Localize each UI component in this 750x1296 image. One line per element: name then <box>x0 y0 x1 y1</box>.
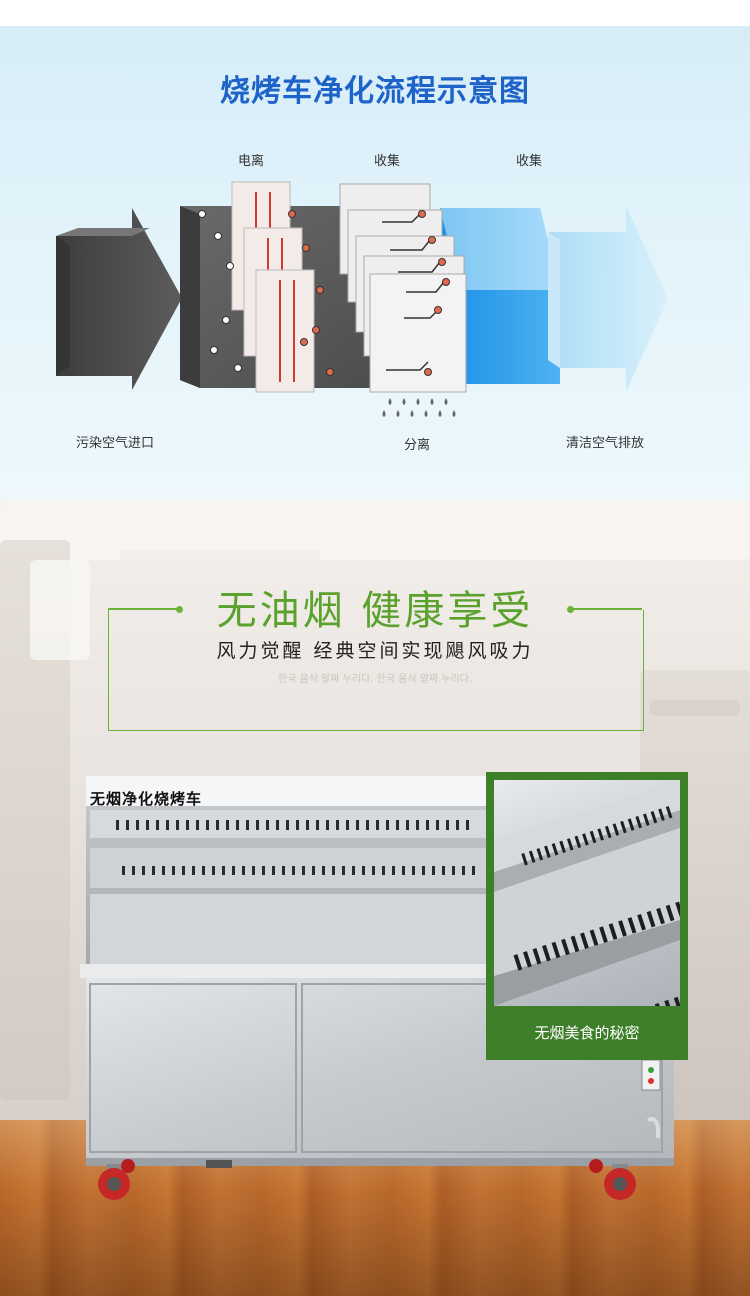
slogan-headline: 无油烟 健康享受 <box>216 588 534 634</box>
background-shelf <box>650 700 740 716</box>
background-light-strip <box>120 550 320 580</box>
label-polluted-air-inlet: 污染空气进口 <box>76 436 155 451</box>
label-separation: 分离 <box>404 438 431 453</box>
slogan-subline: 风力觉醒 经典空间实现飓风吸力 <box>216 640 534 662</box>
top-white-strip <box>0 0 750 26</box>
slogan-frame-top-right <box>572 608 642 610</box>
slogan-korean-text: 한국 음식 알짜 누리다. 한국 음식 알짜 누리다. <box>277 674 473 685</box>
inset-caption: 无烟美食的秘密 <box>534 1024 640 1042</box>
separation-droplets <box>382 398 456 417</box>
cart-name-label: 无烟净化烧烤车 <box>90 790 203 808</box>
product-showcase-section: 无油烟 健康享受 风力觉醒 经典空间实现飓风吸力 한국 음식 알짜 누리다. 한… <box>0 500 750 1296</box>
inlet-arrow <box>56 208 182 390</box>
slogan-dot-right <box>567 606 574 613</box>
slogan-dot-left <box>176 606 183 613</box>
background-window <box>30 560 90 660</box>
ionization-plates <box>198 181 334 393</box>
slogan-frame <box>108 610 644 731</box>
background-ceiling <box>0 500 750 560</box>
outlet-arrow <box>548 206 668 392</box>
vent-closeup-photo <box>494 780 680 1006</box>
vent-closeup-graphic <box>494 780 680 1006</box>
caster-right <box>589 1159 636 1200</box>
detail-inset-card: 无烟美食的秘密 <box>486 772 688 1060</box>
purification-diagram-section: 烧烤车净化流程示意图 <box>0 0 750 500</box>
label-clean-air-outlet: 清洁空气排放 <box>566 436 645 451</box>
clean-collection-chamber <box>440 208 560 384</box>
stage-label-collection-1: 收集 <box>374 154 401 169</box>
bbq-cart-image <box>80 776 680 1200</box>
purification-flow-diagram <box>56 181 668 417</box>
stage-label-ionization: 电离 <box>238 154 265 169</box>
caster-left <box>98 1159 135 1200</box>
diagram-title: 烧烤车净化流程示意图 <box>220 74 530 109</box>
stage-label-collection-2: 收集 <box>516 154 543 169</box>
slogan-frame-top-left <box>108 608 178 610</box>
collection-plates <box>339 183 467 393</box>
